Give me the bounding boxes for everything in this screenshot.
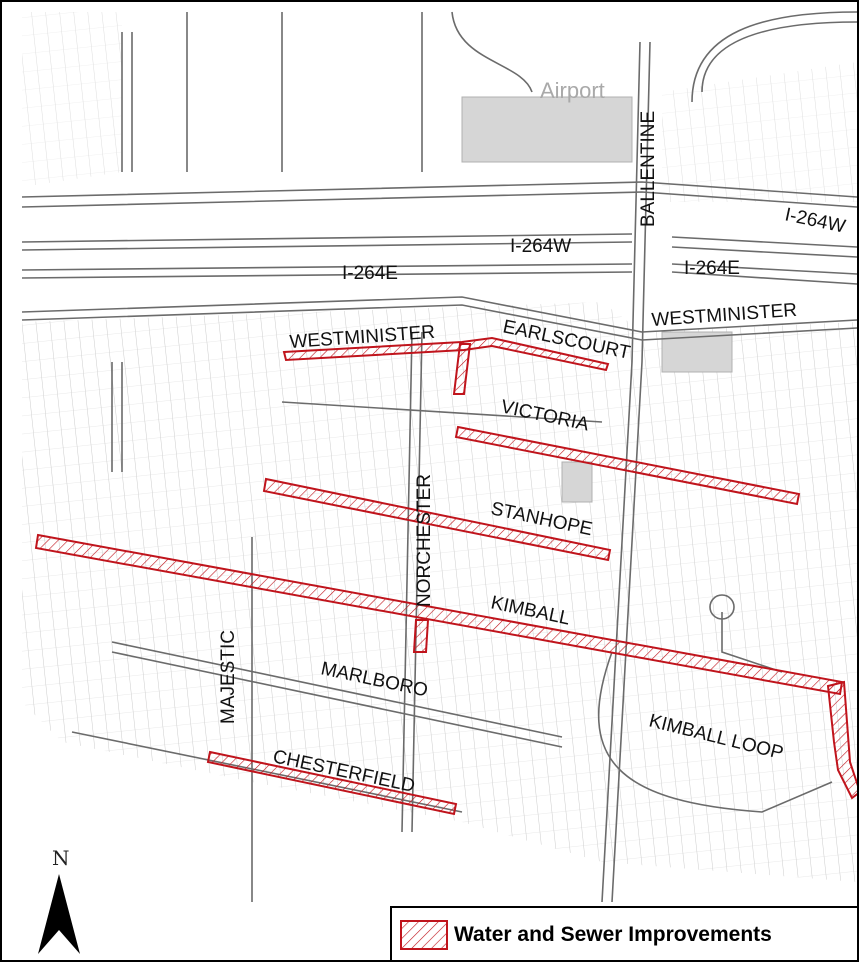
parcel-layer <box>22 12 857 882</box>
i264e-east-label: I-264E <box>684 258 740 279</box>
i264e-west-label: I-264E <box>342 263 398 284</box>
north-label: N <box>52 846 70 870</box>
ballentine-label: BALLENTINE <box>638 111 659 227</box>
legend: Water and Sewer Improvements <box>390 906 857 960</box>
hatched-swatch-icon <box>400 920 448 950</box>
i264w-mid-label: I-264W <box>510 236 571 257</box>
airport-label: Airport <box>540 78 605 103</box>
improvement-westminister-earlscourt <box>282 336 610 372</box>
road-network <box>21 11 857 903</box>
improvement-stanhope <box>262 477 612 562</box>
improvement-segments <box>34 336 857 816</box>
improvement-victoria <box>454 425 801 506</box>
legend-label: Water and Sewer Improvements <box>454 923 772 946</box>
improvement-norchester-spur <box>452 343 472 395</box>
airport-area <box>461 96 733 503</box>
majestic-label: MAJESTIC <box>218 630 239 724</box>
improvement-kimball-loop <box>826 680 857 800</box>
improvement-kimball-spur <box>412 619 430 653</box>
improvement-chesterfield <box>206 750 458 816</box>
i264w-east-label: I-264W <box>783 204 847 237</box>
north-arrow-icon <box>38 874 80 954</box>
norchester-label: NORCHESTER <box>414 474 435 607</box>
